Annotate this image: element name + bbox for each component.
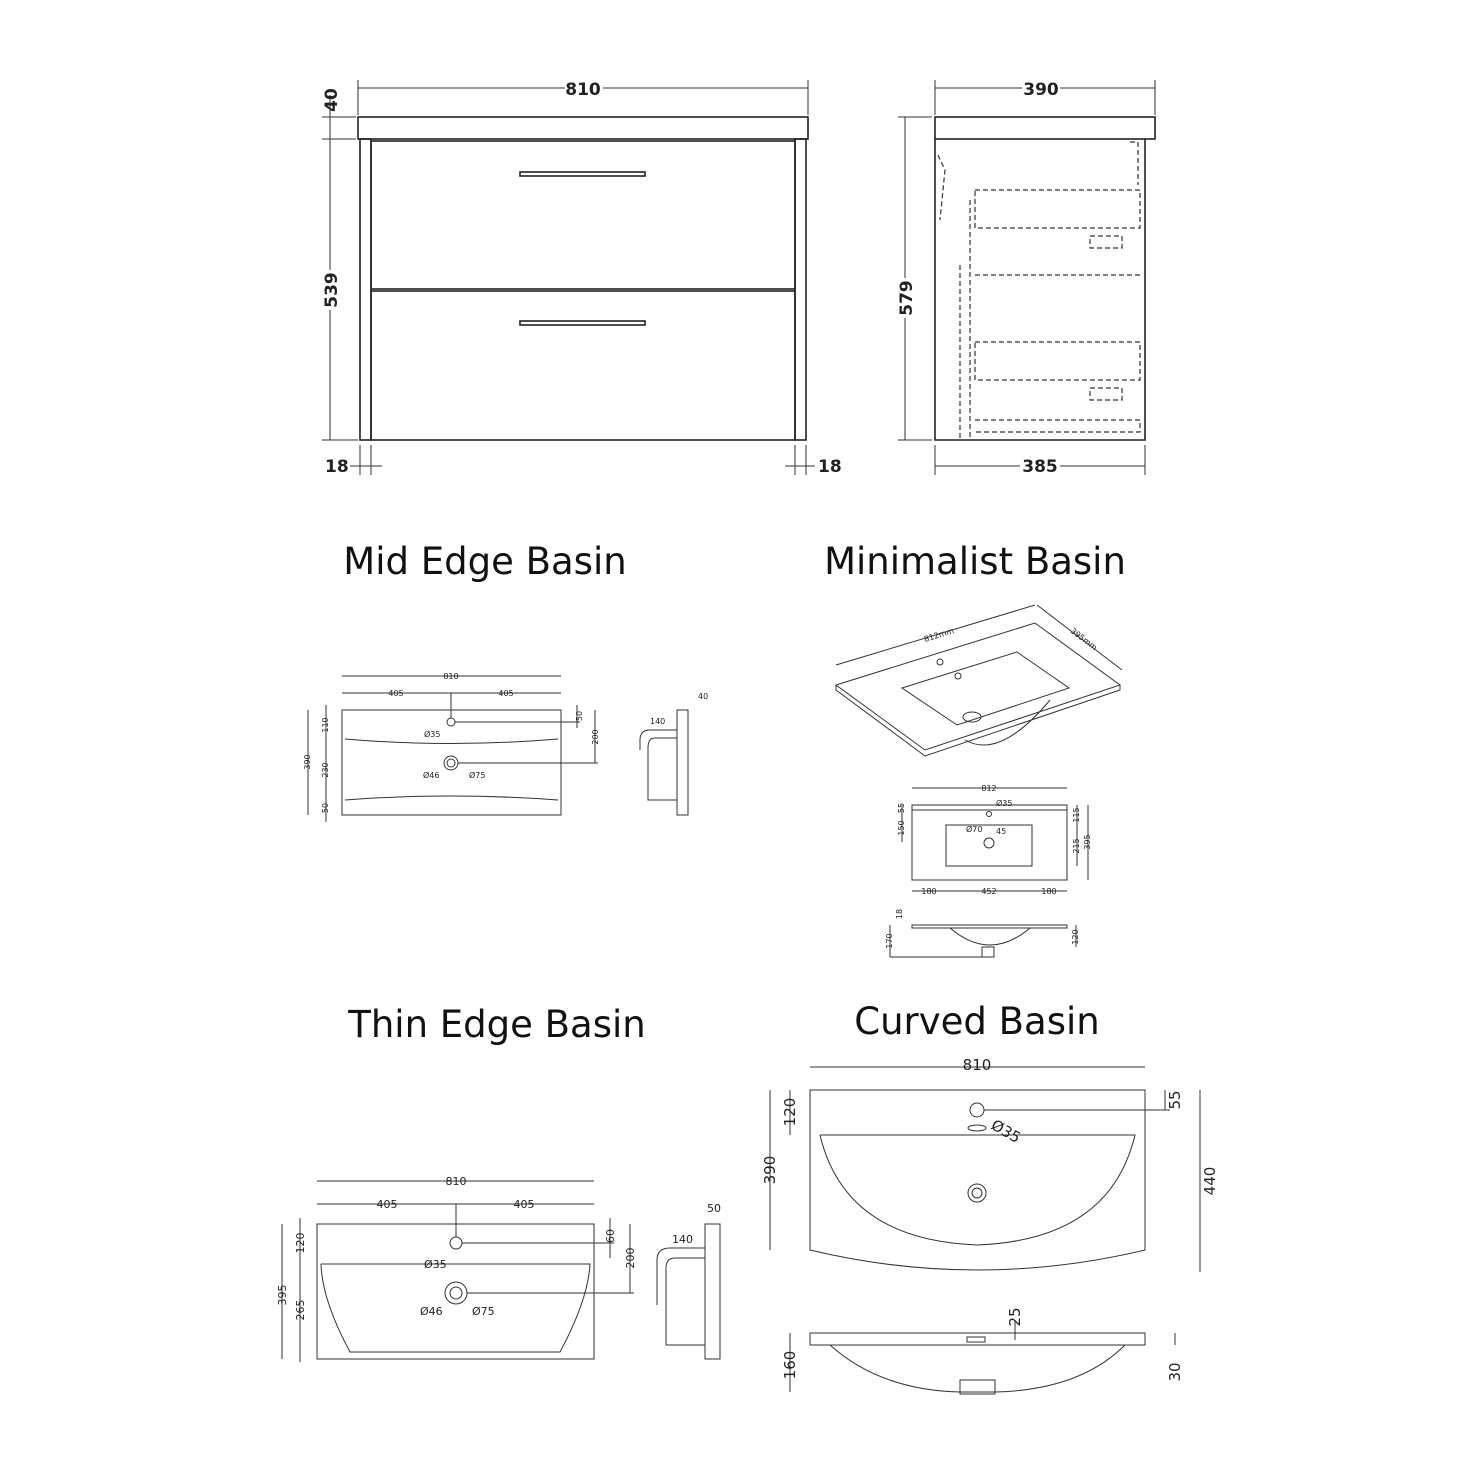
min-right-label: 180	[1041, 887, 1056, 896]
min-width-label: 812	[981, 784, 996, 793]
unit-front-view: 810 40 539 18 18	[320, 78, 842, 477]
thin-width-label: 810	[446, 1175, 467, 1188]
min-bowl-depth-label: 215	[1072, 838, 1081, 853]
curved-front-label: 120	[781, 1098, 799, 1127]
min-thickness-label: 18	[895, 909, 904, 919]
mid-depth-label: 390	[303, 754, 312, 769]
thin-waste-outer-label: Ø75	[472, 1305, 495, 1318]
min-front-label: 55	[897, 803, 906, 813]
thin-front-label: 120	[294, 1233, 307, 1254]
leg-right-label: 18	[818, 457, 842, 477]
mid-tap-offset-label: 50	[575, 711, 584, 721]
minimalist-title: Minimalist Basin	[824, 540, 1126, 583]
min-to-bowl-label: 150	[897, 820, 906, 835]
thin-waste-offset-label: 200	[624, 1248, 637, 1269]
minimalist-drawing: 812mm 395mm 812 55 150 Ø35 Ø70 45 115 21…	[834, 604, 1123, 958]
mid-side-thickness-label: 40	[698, 692, 708, 701]
min-left-label: 180	[921, 887, 936, 896]
mid-edge-title: Mid Edge Basin	[343, 540, 626, 583]
thin-side-thickness-label: 50	[707, 1202, 721, 1215]
mid-waste-label: Ø46	[423, 770, 439, 780]
mid-waste-outer-label: Ø75	[469, 770, 485, 780]
min-bowl-width-label: 452	[981, 887, 996, 896]
min-depth-label: 395	[1083, 834, 1092, 849]
thin-depth-label: 395	[276, 1285, 289, 1306]
curved-rim-label: 25	[1006, 1307, 1024, 1326]
min-waste-label: Ø70	[966, 824, 982, 834]
thin-edge-drawing: 810 405 405 395 120 265 60 200 Ø35 Ø46 Ø…	[276, 1175, 721, 1362]
min-waste-offset-label: 45	[996, 827, 1006, 836]
curved-height-label: 160	[781, 1351, 799, 1380]
mid-edge-drawing: 810 405 405 390 110 230 50 50 200 Ø35 Ø4…	[303, 672, 708, 822]
curved-title: Curved Basin	[854, 1000, 1099, 1043]
curved-drawing: 810 390 120 55 Ø35 440 25 160 30	[761, 1056, 1219, 1395]
thin-waste-label: Ø46	[420, 1305, 443, 1318]
mid-bowl-label: 230	[321, 762, 330, 777]
top-thickness-label: 40	[322, 88, 342, 112]
min-bowl-height-label: 120	[1071, 929, 1080, 944]
mid-front-label: 110	[321, 717, 330, 732]
leg-left-label: 18	[325, 457, 349, 477]
thin-bowl-label: 265	[294, 1300, 307, 1321]
mid-tap-hole-label: Ø35	[424, 729, 440, 739]
thin-tap-hole-label: Ø35	[424, 1258, 447, 1271]
mid-waste-offset-label: 200	[591, 729, 600, 744]
curved-tap-offset-label: 55	[1166, 1090, 1184, 1109]
thin-half-left-label: 405	[377, 1198, 398, 1211]
curved-depth-label: 390	[761, 1156, 779, 1185]
min-right-top-label: 115	[1072, 807, 1081, 822]
thin-half-right-label: 405	[514, 1198, 535, 1211]
front-height-label: 539	[322, 272, 342, 308]
thin-tap-offset-label: 60	[604, 1229, 617, 1243]
min-iso-width-label: 812mm	[923, 626, 955, 644]
side-height-label: 579	[897, 280, 917, 316]
front-width-label: 810	[565, 80, 601, 100]
unit-side-view: 390 579 385	[895, 78, 1156, 477]
curved-total-depth-label: 440	[1201, 1167, 1219, 1196]
thin-side-depth-label: 140	[672, 1233, 693, 1246]
mid-half-right-label: 405	[498, 689, 513, 698]
min-total-height-label: 170	[885, 933, 894, 948]
mid-side-depth-label: 140	[650, 717, 665, 726]
min-iso-depth-label: 395mm	[1069, 626, 1099, 652]
side-top-depth-label: 390	[1023, 80, 1059, 100]
mid-back-label: 50	[321, 803, 330, 813]
curved-tap-hole-label: Ø35	[988, 1116, 1024, 1147]
curved-thickness-label: 30	[1166, 1362, 1184, 1381]
mid-half-left-label: 405	[388, 689, 403, 698]
side-body-depth-label: 385	[1022, 457, 1058, 477]
curved-width-label: 810	[963, 1056, 992, 1074]
min-tap-hole-label: Ø35	[996, 798, 1012, 808]
thin-edge-title: Thin Edge Basin	[347, 1003, 645, 1046]
mid-width-label: 810	[443, 672, 458, 681]
